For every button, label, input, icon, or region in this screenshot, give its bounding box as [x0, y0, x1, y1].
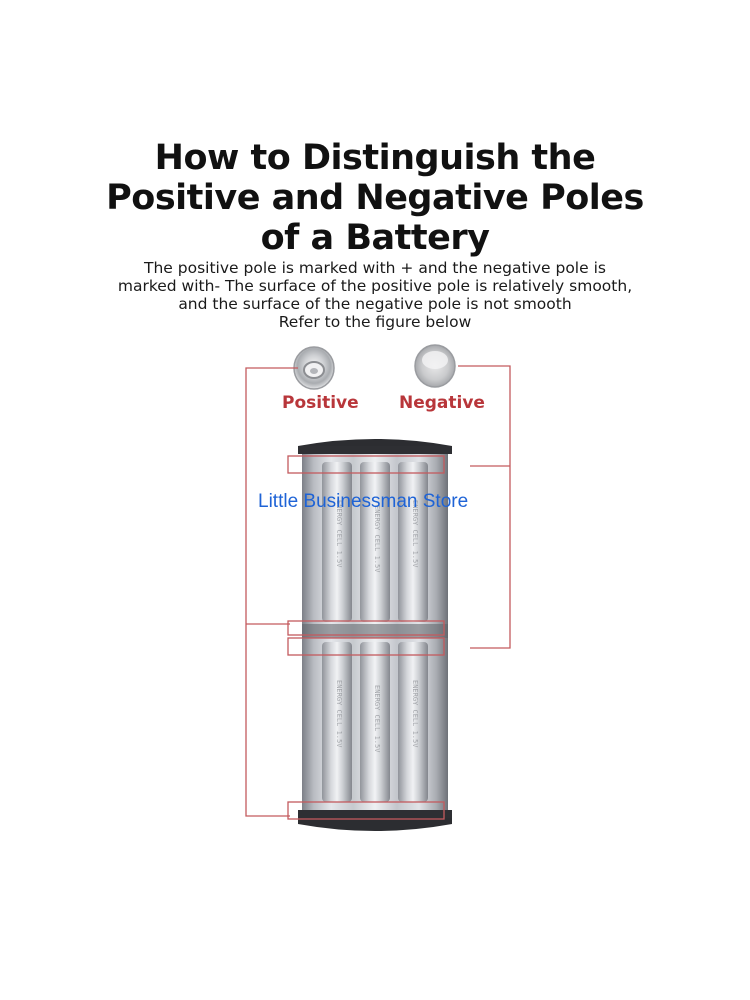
svg-text:ENERGY CELL 1.5V: ENERGY CELL 1.5V [411, 680, 419, 748]
negative-label: Negative [399, 393, 485, 413]
negative-pole-icon [414, 344, 456, 388]
annotation-lines [245, 365, 511, 820]
svg-text:ENERGY CELL 1.5V: ENERGY CELL 1.5V [335, 500, 343, 568]
title-line-2: Positive and Negative Poles [106, 178, 644, 218]
description: The positive pole is marked with + and t… [0, 259, 750, 331]
svg-text:ENERGY CELL 1.5V: ENERGY CELL 1.5V [335, 680, 343, 748]
store-watermark: Little Businessman Store [258, 491, 469, 512]
positive-pole-icon [293, 346, 335, 390]
page-title: How to Distinguish the Positive and Nega… [0, 138, 750, 258]
description-line-3: and the surface of the negative pole is … [178, 295, 572, 313]
positive-label: Positive [282, 393, 359, 413]
title-line-3: of a Battery [260, 218, 490, 258]
battery-case: ENERGY CELL 1.5V ENERGY CELL 1.5V ENERGY… [298, 439, 452, 831]
description-line-2: marked with- The surface of the positive… [117, 277, 633, 295]
svg-text:ENERGY CELL 1.5V: ENERGY CELL 1.5V [411, 500, 419, 568]
svg-text:ENERGY CELL 1.5V: ENERGY CELL 1.5V [373, 505, 381, 573]
svg-text:ENERGY CELL 1.5V: ENERGY CELL 1.5V [373, 685, 381, 753]
description-line-4: Refer to the figure below [278, 313, 472, 331]
description-line-1: The positive pole is marked with + and t… [144, 259, 606, 277]
title-line-1: How to Distinguish the [154, 138, 596, 178]
